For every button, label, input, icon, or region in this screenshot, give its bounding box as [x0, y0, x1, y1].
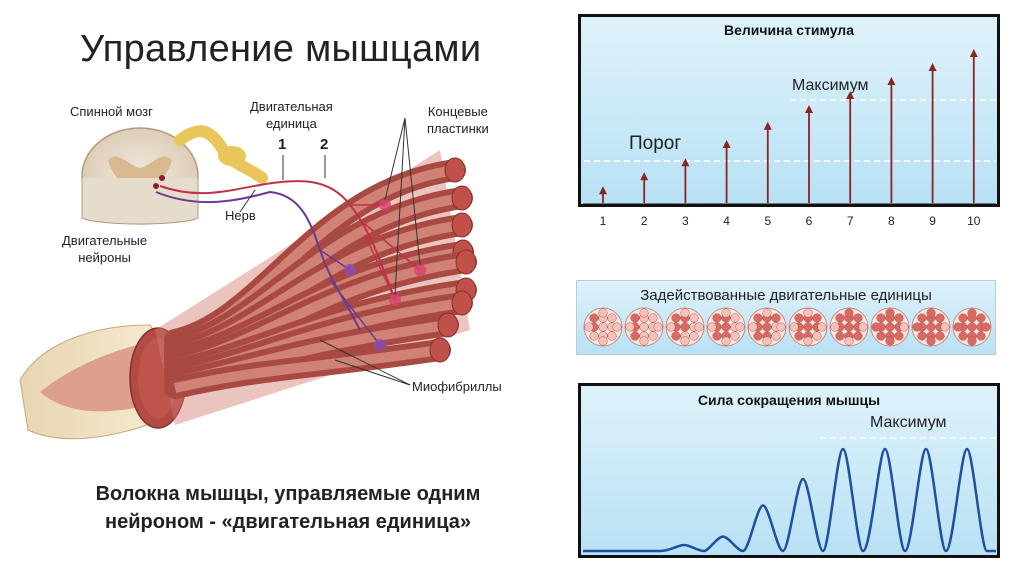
recruitment-panel-title: Задействованные двигательные единицы: [640, 287, 932, 304]
stimulus-arrowhead: [887, 77, 896, 85]
label-end-plates: Концевые пластинки: [427, 104, 489, 136]
label-spinal-cord: Спинной мозг: [70, 104, 153, 119]
fiber-end: [437, 312, 459, 338]
stimulus-tick-label: 4: [723, 214, 730, 228]
label-motor-neurons: Двигательные нейроны: [62, 233, 148, 265]
stimulus-arrowhead: [681, 158, 690, 167]
force-maximum-label: Максимум: [870, 414, 947, 431]
page-title: Управление мышцами: [80, 28, 482, 70]
stimulus-tick-label: 3: [682, 214, 689, 228]
leader-lines: [239, 117, 421, 386]
caption: Волокна мышцы, управляемые одним нейроно…: [95, 483, 481, 533]
axon-unit-2: [159, 180, 396, 301]
force-line: [583, 447, 996, 553]
stimulus-arrowhead: [928, 63, 937, 71]
fiber-end: [451, 185, 473, 211]
stimulus-arrowhead: [599, 186, 607, 195]
label-unit-1: 1: [278, 136, 287, 153]
label-myofibrils: Миофибриллы: [412, 379, 502, 394]
stimulus-tick-label: 9: [929, 214, 936, 228]
stimulus-arrowhead: [846, 91, 855, 99]
stimulus-maximum-label: Максимум: [792, 77, 869, 94]
stimulus-tick-label: 2: [640, 214, 648, 228]
fiber-end: [451, 290, 473, 316]
stimulus-arrowhead: [722, 140, 731, 148]
stimulus-arrowhead: [640, 172, 649, 181]
stimulus-arrowhead: [969, 49, 978, 57]
muscle-fiber-bundle: [155, 150, 477, 425]
stimulus-tick-label: 1: [599, 214, 607, 228]
label-nerve: Нерв: [225, 208, 256, 223]
fiber-end: [451, 212, 473, 238]
fiber-end: [429, 337, 451, 363]
stimulus-arrowhead: [763, 121, 772, 130]
stimulus-tick-label: 6: [805, 214, 813, 228]
label-unit-2: 2: [320, 136, 329, 153]
stimulus-tick-label: 5: [764, 214, 772, 228]
spinal-cord-drawing: [81, 127, 199, 225]
stimulus-panel: Величина стимула Порог Максимум: [578, 14, 1000, 207]
force-panel-title: Сила сокращения мышцы: [697, 392, 881, 408]
muscle-anatomy-illustration: [19, 117, 477, 440]
stimulus-arrowhead: [805, 105, 813, 113]
fiber-end: [444, 157, 466, 183]
fiber-end: [455, 249, 477, 275]
stimulus-tick-label: 8: [888, 214, 895, 228]
threshold-label: Порог: [629, 133, 682, 154]
end-plates: [344, 199, 426, 351]
stimulus-tick-label: 10: [967, 214, 981, 228]
stimulus-panel-title: Величина стимула: [724, 22, 854, 38]
label-motor-unit: Двигательная единица: [250, 99, 333, 131]
stimulus-tick-label: 7: [846, 214, 854, 228]
nerve-root: [174, 125, 268, 184]
